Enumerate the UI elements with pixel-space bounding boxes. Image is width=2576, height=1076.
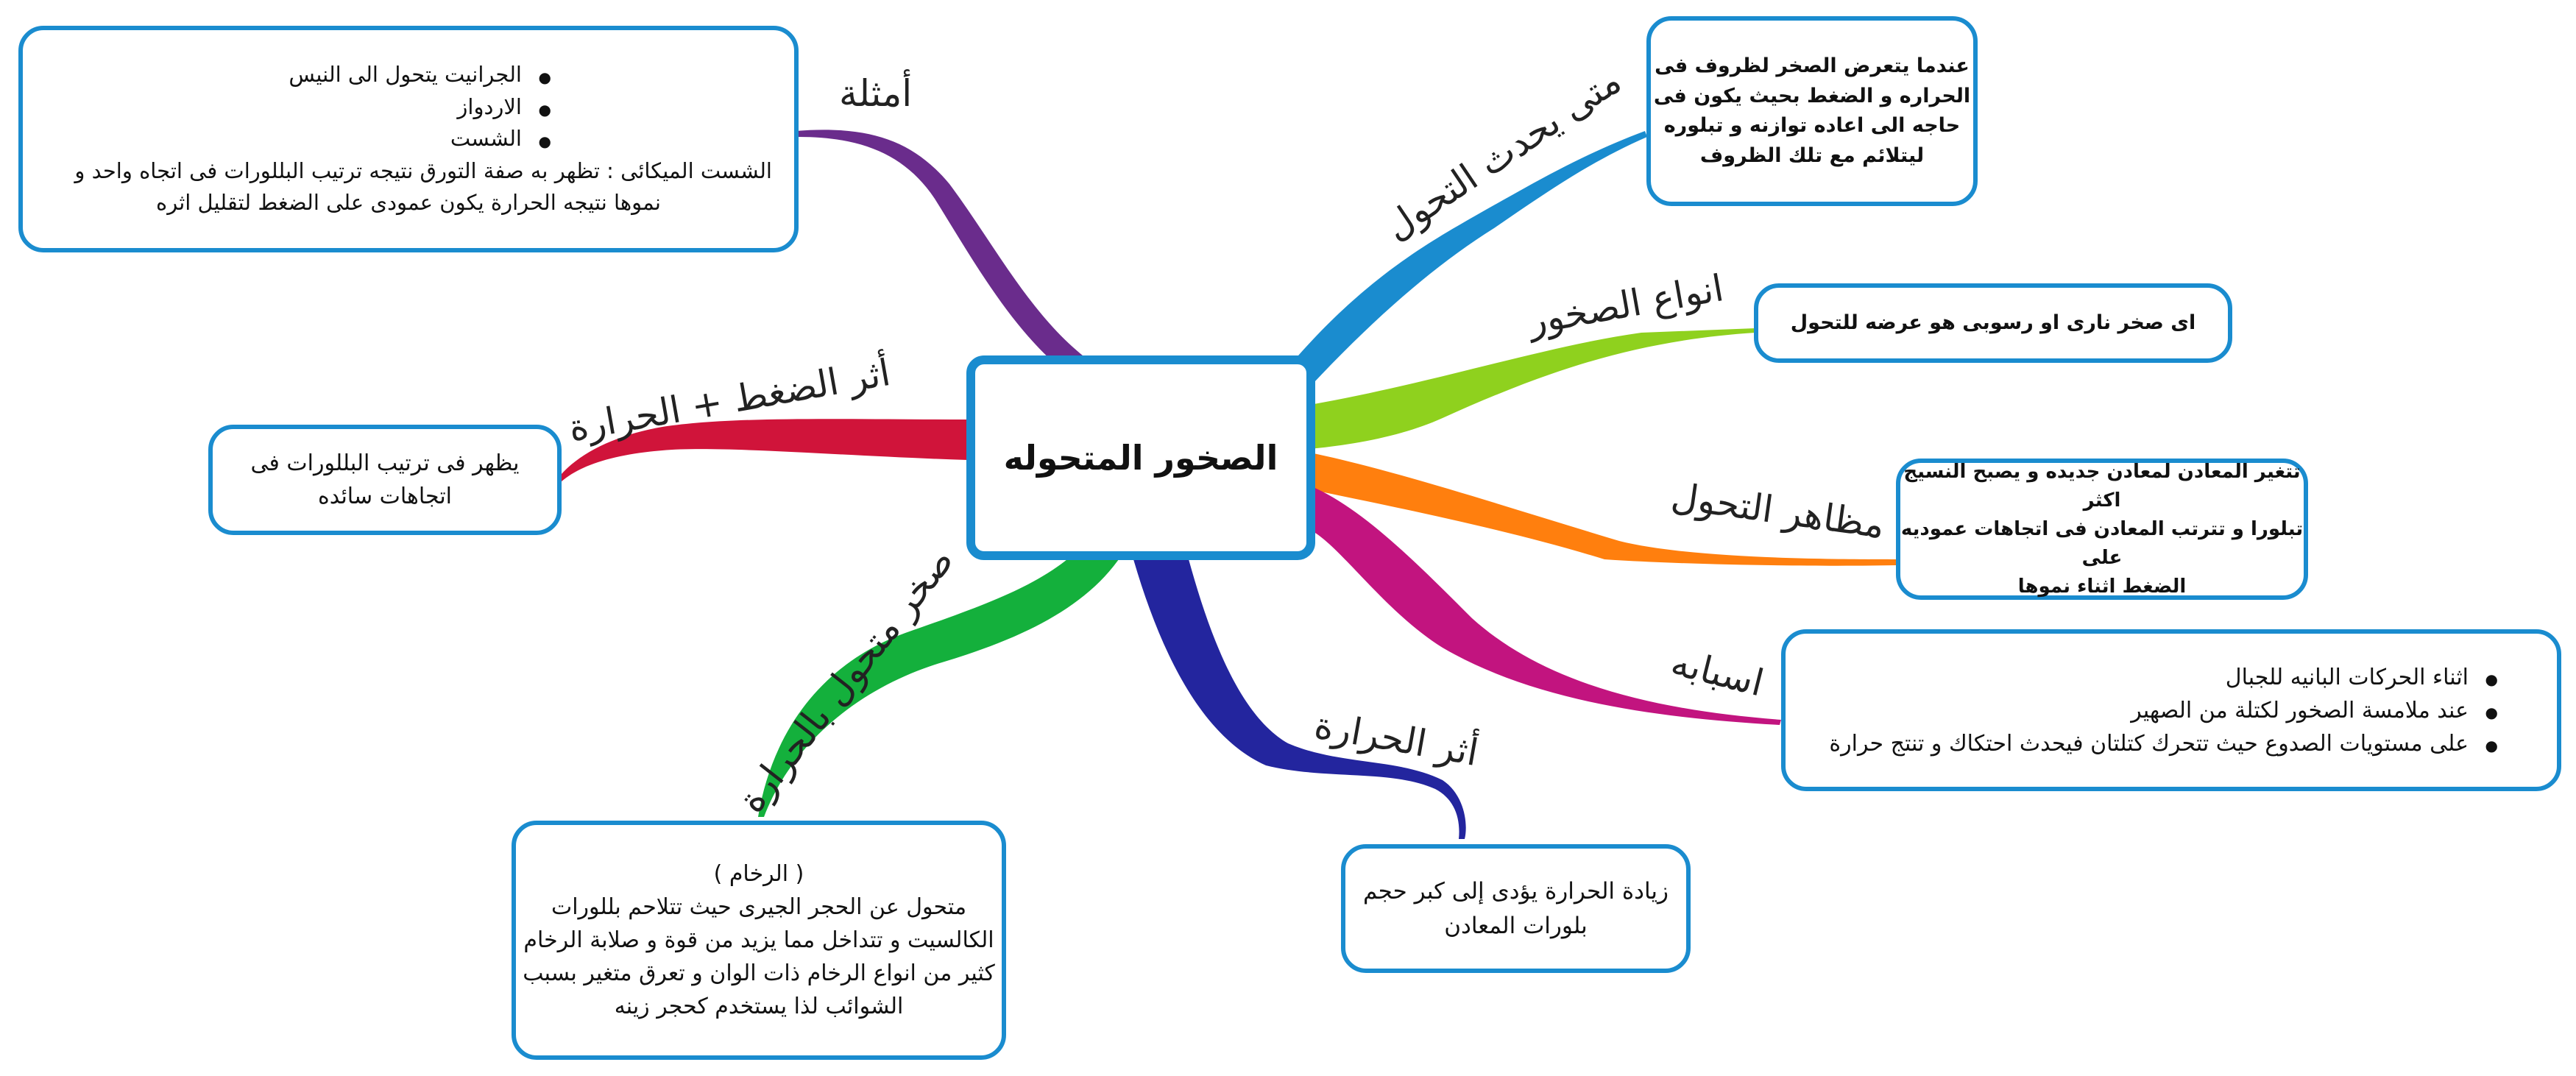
list-item: اثناء الحركات البانيه للجبال <box>1786 661 2498 694</box>
text-line: الضغط اثناء نموها <box>2017 575 2187 598</box>
branch-examples <box>795 130 1089 368</box>
list-item: الشست <box>45 123 551 155</box>
text-line: اتجاهات سائده <box>317 484 453 509</box>
branch-heat-rock <box>758 559 1119 817</box>
branch-types <box>1310 328 1755 449</box>
text-line: حاجه الى اعاده توازنه و تبلوره <box>1663 114 1961 137</box>
branch-pressure-heat <box>558 419 968 482</box>
node-pressure-heat: يظهر فى ترتيب البللورات فى اتجاهات سائده <box>208 425 562 535</box>
node-causes: اثناء الحركات البانيه للجبال عند ملامسة … <box>1781 629 2561 791</box>
branch-heat-effect <box>1133 559 1466 839</box>
list-item: على مستويات الصدوع حيث تتحرك كتلتان فيحد… <box>1786 727 2498 760</box>
node-aspects: تتغير المعادن لمعادن جديده و يصبح النسيج… <box>1896 459 2308 600</box>
text-line: اى صخر نارى او رسوبى هو عرضه للتحول <box>1790 311 2196 334</box>
node-examples: الجرانيت يتحول الى النيس الاردواز الشست … <box>18 26 799 252</box>
branch-when <box>1284 131 1647 383</box>
text-line: بلورات المعادن <box>1444 912 1588 939</box>
text-line: كثير من انواع الرخام ذات الوان و تعرق مت… <box>523 960 995 986</box>
text-line: زيادة الحرارة يؤدى إلى كبر حجم <box>1363 878 1669 905</box>
node-heat-rock: ( الرخام ) متحول عن الحجر الجيرى حيث تتل… <box>512 821 1006 1060</box>
text-line: نموها نتيجه الحرارة يكون عمودى على الضغط… <box>156 190 661 216</box>
text-line: يظهر فى ترتيب البللورات فى <box>250 450 520 476</box>
text-line: الحراره و الضغط بحيث يكون فى <box>1653 84 1971 107</box>
node-heat-effect: زيادة الحرارة يؤدى إلى كبر حجم بلورات ال… <box>1341 844 1691 973</box>
list-item: الجرانيت يتحول الى النيس <box>45 59 551 91</box>
list-item: عند ملامسة الصخور لكتلة من الصهير <box>1786 694 2498 727</box>
text-line: ( الرخام ) <box>713 861 804 887</box>
text-line: الشست الميكائى : تظهر به صفة التورق نتيج… <box>74 157 772 183</box>
branch-causes <box>1310 486 1781 725</box>
text-line: ليتلائم مع تلك الظروف <box>1699 144 1925 167</box>
text-line: عندما يتعرض الصخر لظروف فى <box>1655 54 1970 77</box>
list-item: الاردواز <box>45 91 551 124</box>
text-line: متحول عن الحجر الجيرى حيث تتلاحم بللورات <box>551 894 967 920</box>
node-types: اى صخر نارى او رسوبى هو عرضه للتحول <box>1754 283 2232 363</box>
causes-list: اثناء الحركات البانيه للجبال عند ملامسة … <box>1786 661 2498 760</box>
text-line: الشوائب لذا يستخدم كحجر زينه <box>614 994 904 1019</box>
text-line: الكالسيت و تتداخل مما يزيد من قوة و صلاب… <box>523 927 994 953</box>
branch-aspects <box>1310 453 1897 566</box>
text-line: تتغير المعادن لمعادن جديده و يصبح النسيج… <box>1903 460 2301 512</box>
central-topic: الصخور المتحوله <box>966 355 1315 560</box>
central-topic-title: الصخور المتحوله <box>1003 437 1278 478</box>
branch-label-examples: أمثلة <box>839 72 913 115</box>
node-when: عندما يتعرض الصخر لظروف فى الحراره و الض… <box>1646 16 1978 206</box>
text-line: تبلورا و تترتب المعادن فى اتجاهات عموديه… <box>1900 517 2304 569</box>
examples-list: الجرانيت يتحول الى النيس الاردواز الشست <box>45 59 772 155</box>
